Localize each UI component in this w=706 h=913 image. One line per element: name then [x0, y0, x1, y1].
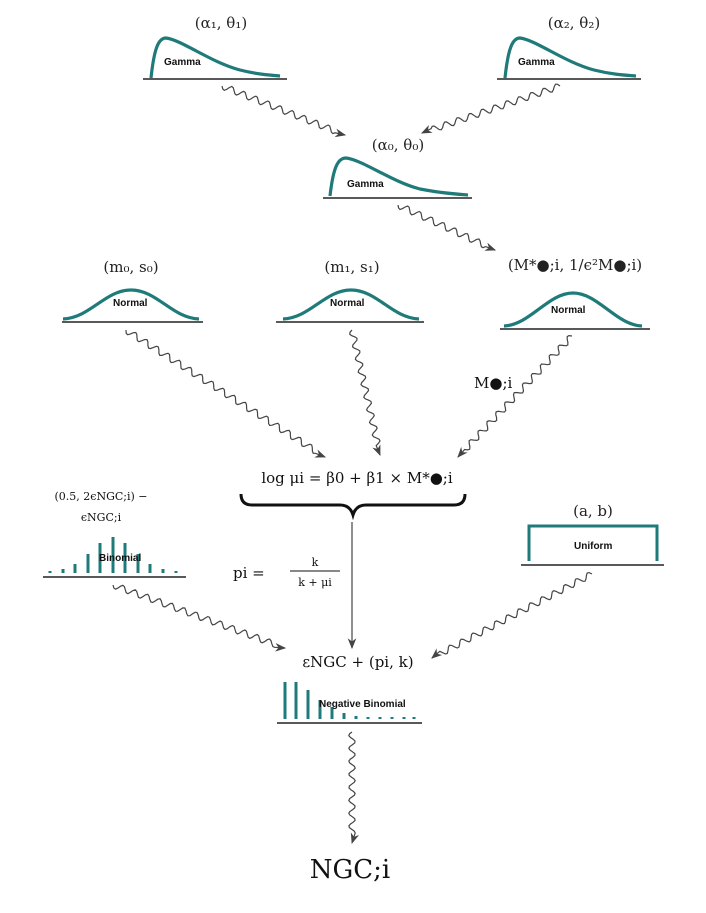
- normal-node-2: (M*●;i, 1/ϵ²M●;i) Normal: [500, 256, 650, 330]
- arrow-gamma2-to-gamma0: [421, 83, 561, 134]
- normal1-params: (m₁, s₁): [324, 258, 379, 276]
- log-equation: log μi = β0 + β1 × M*●;i: [261, 469, 452, 487]
- arrow-uniform-to-negbin: [431, 571, 593, 659]
- arrow-normal1-to-equation: [349, 329, 381, 457]
- m-label: M●;i: [474, 374, 513, 392]
- binomial-params-line1: (0.5, 2ϵNGC;i) −: [55, 490, 148, 503]
- equation-brace: [239, 493, 467, 521]
- binomial-params-line2: ϵNGC;i: [81, 511, 122, 524]
- arrow-gamma1-to-gamma0: [221, 85, 347, 138]
- p-equation: pi = k k + μi: [233, 556, 340, 589]
- arrow-negbin-to-output: [348, 731, 360, 845]
- normal2-label: Normal: [551, 305, 586, 316]
- arrow-normal0-to-equation: [125, 329, 327, 458]
- normal0-label: Normal: [113, 298, 148, 309]
- uniform-shape: [527, 524, 659, 561]
- arrow-binomial-to-negbin: [112, 584, 287, 652]
- normal2-params: (M*●;i, 1/ϵ²M●;i): [508, 256, 642, 274]
- binomial-node: (0.5, 2ϵNGC;i) − ϵNGC;i Binomial: [43, 490, 186, 578]
- p-equation-lhs: pi =: [233, 564, 265, 582]
- output-label: NGC;i: [310, 855, 391, 885]
- normal0-params: (m₀, s₀): [103, 258, 158, 276]
- gamma0-params: (α₀, θ₀): [372, 136, 424, 154]
- gamma-node-2: (α₂, θ₂) Gamma: [497, 14, 641, 80]
- uniform-node: (a, b) Uniform: [521, 502, 664, 566]
- gamma1-params: (α₁, θ₁): [195, 14, 247, 32]
- arrow-gamma0-to-normal2: [397, 204, 497, 251]
- gamma0-curve: [328, 156, 469, 197]
- negbin-bars: [283, 682, 416, 719]
- normal1-label: Normal: [330, 298, 365, 309]
- uniform-params: (a, b): [573, 502, 613, 520]
- normal2-curve: [503, 291, 643, 328]
- binomial-label: Binomial: [99, 553, 141, 564]
- normal1-curve: [282, 288, 420, 321]
- gamma-node-1: (α₁, θ₁) Gamma: [143, 14, 287, 80]
- gamma2-params: (α₂, θ₂): [548, 14, 600, 32]
- gamma0-label: Gamma: [347, 179, 384, 190]
- gamma-node-0: (α₀, θ₀) Gamma: [323, 136, 472, 199]
- p-equation-numerator: k: [312, 556, 319, 569]
- negbin-label: Negative Binomial: [319, 699, 406, 710]
- negbin-params: εNGC + (pi, k): [302, 653, 413, 671]
- binomial-bars: [48, 537, 178, 573]
- gamma2-curve: [503, 36, 637, 79]
- normal-node-0: (m₀, s₀) Normal: [62, 258, 203, 323]
- gamma2-label: Gamma: [518, 57, 555, 68]
- normal0-curve: [62, 288, 200, 321]
- uniform-label: Uniform: [574, 541, 612, 552]
- p-equation-denominator: k + μi: [298, 576, 332, 589]
- negbin-node: εNGC + (pi, k) Negative Binomial: [277, 653, 422, 724]
- gamma1-curve: [149, 36, 281, 79]
- gamma1-label: Gamma: [164, 57, 201, 68]
- normal-node-1: (m₁, s₁) Normal: [276, 258, 424, 323]
- arrow-normal2-to-equation: [457, 334, 573, 458]
